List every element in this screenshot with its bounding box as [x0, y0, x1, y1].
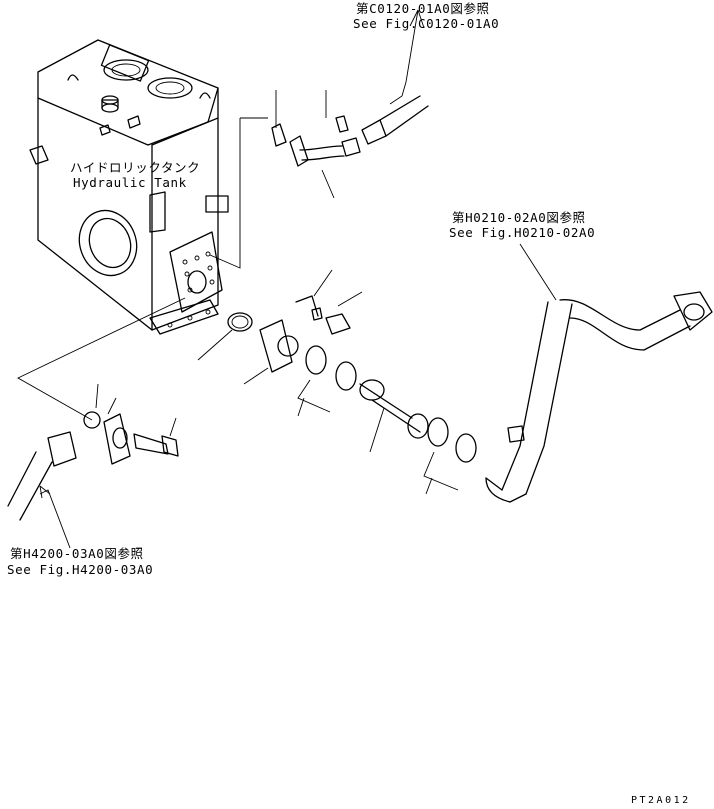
- ref-right-jp: 第H0210-02A0図参照: [452, 210, 586, 225]
- suction-pipe-right: [485, 243, 713, 503]
- hose-and-clamps: [297, 345, 477, 495]
- ref-left-jp: 第H4200-03A0図参照: [10, 546, 144, 561]
- ref-left-en: See Fig.H4200-03A0: [7, 562, 154, 577]
- ref-top-jp: 第C0120-01A0図参照: [356, 1, 490, 16]
- ref-right-en: See Fig.H0210-02A0: [449, 225, 596, 240]
- tank-label-jp: ハイドロリックタンク: [70, 160, 201, 175]
- hydraulic-tank: [29, 39, 229, 335]
- drawing-code: PT2A012: [631, 795, 691, 806]
- tank-label-en: Hydraulic Tank: [73, 175, 187, 190]
- ref-top-en: See Fig.C0120-01A0: [353, 16, 500, 31]
- seal-parts: [197, 269, 363, 385]
- lower-flange-hose: [7, 383, 179, 549]
- return-tube-top: [271, 9, 429, 199]
